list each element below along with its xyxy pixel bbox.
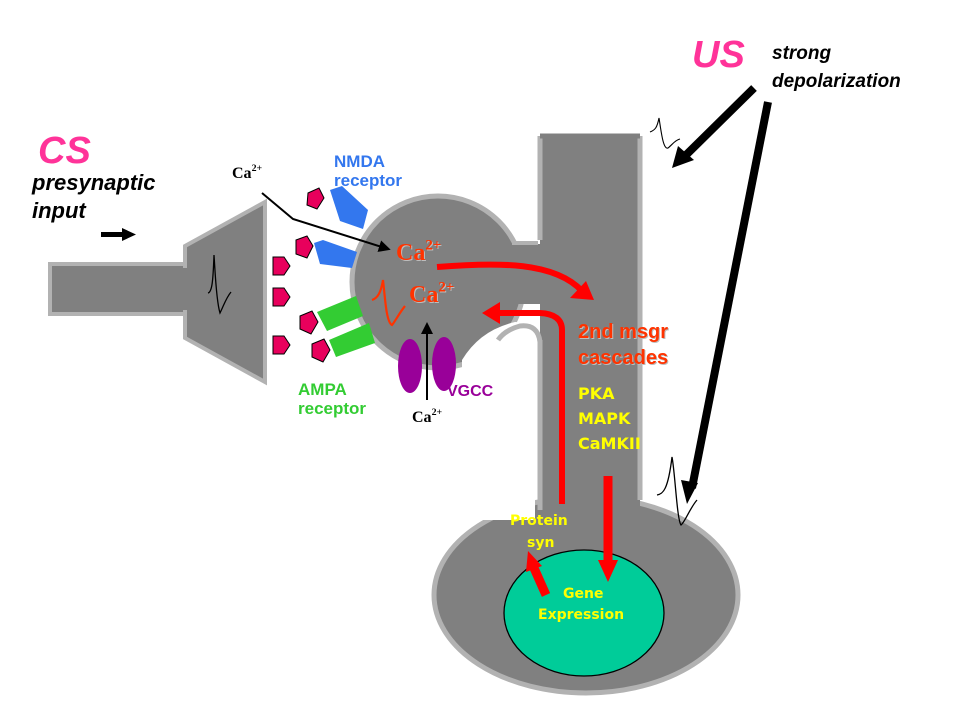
dendrite-action-potential-icon [649,117,681,149]
glutamate-icon [295,235,314,259]
arrow-to-protein-syn [529,566,551,597]
protein-syn-label-line2: syn [527,535,555,551]
spine-depolarization-icon [371,279,406,327]
calcium-ion-label-vgcc: Ca2+ [412,407,443,426]
glutamate-icon [306,187,325,210]
ampa-receptor-icon [317,296,363,331]
kinase-label-mapk: MAPK [578,409,631,428]
nmda-receptor-icon [330,186,368,229]
dendrite-edge [537,136,643,500]
calcium-ion-label-spine-2: Ca2+ [409,279,455,308]
cs-subtitle-line2: input [32,198,86,223]
us-arrow-to-dendrite [682,85,757,159]
axon-junction [183,268,191,310]
glutamate-icon [311,338,331,363]
presynaptic-terminal [183,198,267,386]
glutamate-icon [272,335,291,355]
cascade-label-line1: 2nd msgr [578,321,669,343]
us-arrows [672,85,772,504]
presynaptic-axon [48,262,202,316]
vgcc-subunit-icon [432,337,456,391]
presynaptic-action-potential-icon [207,254,232,315]
glutamate-icon [272,256,291,276]
protein-syn-label-line1: Protein [510,513,568,529]
ampa-receptor-icon [329,323,375,357]
ion-base: Ca [232,165,252,182]
ion-charge: 2+ [251,163,263,175]
gene-expression-label-line1: Gene [563,586,604,602]
vgcc-subunit-icon [398,339,422,393]
us-arrow-to-soma [688,101,772,489]
us-subtitle-line1: strong [772,43,832,64]
presynaptic-neuron [48,198,267,386]
arrow-to-cascades [436,261,585,294]
cascade-label-line2: cascades [578,347,669,369]
kinase-label-camkii: CaMKII [578,434,641,453]
nmda-label-line1: NMDA [334,152,385,171]
soma-action-potential-icon [656,456,698,526]
calcium-ion-label-spine-1: Ca2+ [396,237,442,266]
glutamate-molecules [272,187,331,363]
nmda-receptors [314,186,368,268]
ampa-receptors [317,296,375,357]
nmda-receptor-icon [314,240,357,268]
ampa-label-line1: AMPA [298,380,347,399]
cs-subtitle-line1: presynaptic [32,170,156,195]
arrow-protein-to-spine [498,310,565,504]
glutamate-icon [272,287,291,307]
spine-neck [470,244,550,304]
ion-base: Ca [396,240,426,266]
nmda-calcium-influx-arrow [261,192,391,252]
ion-charge: 2+ [438,279,455,296]
ion-base: Ca [412,409,432,426]
calcium-ion-label-nmda: Ca2+ [232,163,263,182]
signaling-arrows [436,261,618,597]
vgcc-label: VGCC [447,383,494,400]
gene-expression-label-line2: Expression [538,607,625,623]
ion-base: Ca [409,282,439,308]
kinase-label-pka: PKA [578,384,615,403]
ion-charge: 2+ [431,407,443,419]
extracellular-gap [462,322,535,520]
glutamate-icon [299,310,319,335]
vgcc-channel [398,322,456,400]
cs-arrow [101,228,136,241]
us-title: US [692,34,745,76]
cs-title: CS [38,130,91,172]
us-subtitle-line2: depolarization [772,71,901,92]
nmda-label-line2: receptor [334,171,403,190]
ampa-label-line2: receptor [298,399,367,418]
ion-charge: 2+ [425,237,442,254]
